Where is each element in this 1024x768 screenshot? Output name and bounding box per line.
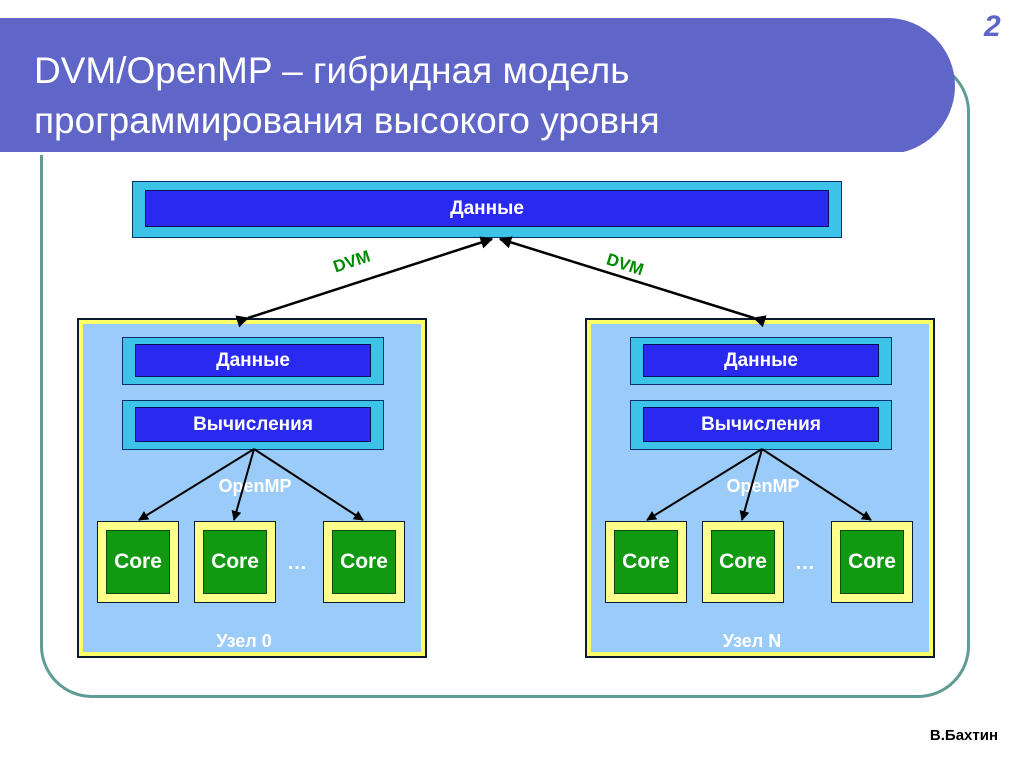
core-label: Core: [106, 530, 170, 594]
node-n-core-1: Core: [605, 521, 687, 603]
title-bar: DVM/OpenMP – гибридная модель программир…: [0, 18, 955, 155]
global-data-label: Данные: [145, 190, 829, 227]
node-n: Данные Вычисления OpenMP Core Core … Cor…: [585, 318, 935, 658]
slide-title: DVM/OpenMP – гибридная модель программир…: [34, 46, 660, 146]
openmp-arrow: [739, 448, 763, 521]
node-0-data-label: Данные: [135, 344, 371, 377]
node-0-core-1: Core: [97, 521, 179, 603]
node-0-core-3: Core: [323, 521, 405, 603]
openmp-arrow: [231, 448, 255, 521]
node-n-core-2: Core: [702, 521, 784, 603]
title-line-2: программирования высокого уровня: [34, 100, 660, 141]
node-0-ellipsis: …: [287, 552, 307, 574]
node-n-ellipsis: …: [795, 552, 815, 574]
title-line-1: DVM/OpenMP – гибридная модель: [34, 50, 630, 91]
node-0-openmp-label: OpenMP: [218, 476, 292, 496]
node-0-label: Узел 0: [216, 631, 272, 651]
node-n-compute-label: Вычисления: [643, 407, 879, 442]
node-n-data-block: Данные: [630, 337, 892, 385]
global-data-block: Данные: [132, 181, 842, 238]
core-label: Core: [203, 530, 267, 594]
title-underline: [0, 152, 905, 155]
node-n-data-label: Данные: [643, 344, 879, 377]
openmp-arrow: [138, 448, 255, 521]
node-n-core-3: Core: [831, 521, 913, 603]
core-label: Core: [840, 530, 904, 594]
openmp-arrow: [761, 448, 872, 521]
core-label: Core: [614, 530, 678, 594]
node-0-compute-block: Вычисления: [122, 400, 384, 450]
node-n-openmp-label: OpenMP: [726, 476, 800, 496]
node-n-compute-block: Вычисления: [630, 400, 892, 450]
node-0-data-block: Данные: [122, 337, 384, 385]
openmp-arrow: [253, 448, 364, 521]
slide-number: 2: [984, 10, 1001, 43]
node-0-compute-label: Вычисления: [135, 407, 371, 442]
openmp-arrow: [646, 448, 763, 521]
core-label: Core: [332, 530, 396, 594]
dvm-arrow-right: [498, 236, 767, 328]
node-0: Данные Вычисления OpenMP Core Core … Cor…: [77, 318, 427, 658]
node-0-core-2: Core: [194, 521, 276, 603]
core-label: Core: [711, 530, 775, 594]
dvm-arrow-left: [235, 236, 494, 328]
author-name: В.Бахтин: [929, 727, 998, 744]
node-n-label: Узел N: [722, 631, 782, 651]
